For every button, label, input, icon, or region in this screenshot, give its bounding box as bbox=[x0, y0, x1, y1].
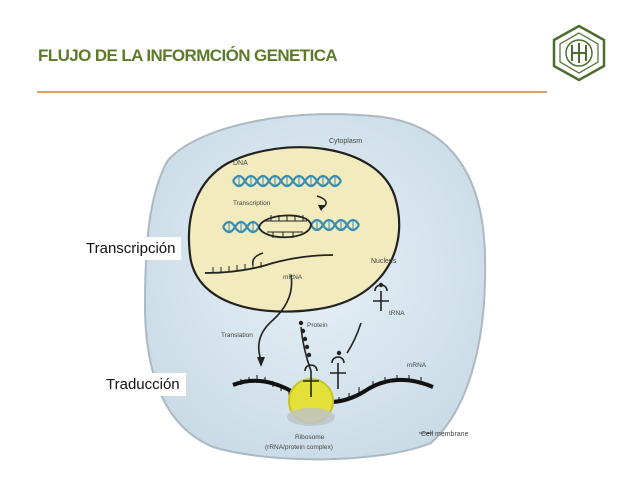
label-translation: Translation bbox=[221, 332, 253, 339]
label-ribosome-detail: (rRNA/protein complex) bbox=[265, 444, 333, 451]
label-transcription: Transcription bbox=[233, 200, 271, 207]
gene-expression-diagram: Cytoplasm DNA Transcription mRNA Nucleus… bbox=[143, 113, 487, 461]
transcription-bubble bbox=[258, 214, 312, 239]
label-mrna-cytoplasm: mRNA bbox=[407, 362, 427, 369]
label-protein: Protein bbox=[307, 322, 328, 329]
slide-title: FLUJO DE LA INFORMCIÓN GENETICA bbox=[38, 46, 338, 65]
label-cell-membrane: Cell membrane bbox=[421, 431, 469, 438]
nuclear-mrna bbox=[204, 254, 334, 274]
callout-transcripcion: Transcripción bbox=[80, 237, 182, 260]
callout-traduccion: Traducción bbox=[100, 373, 186, 396]
label-ribosome: Ribosome bbox=[295, 434, 325, 441]
label-cytoplasm: Cytoplasm bbox=[329, 138, 362, 145]
label-mrna-nucleus: mRNA bbox=[283, 274, 303, 281]
label-dna: DNA bbox=[233, 160, 248, 167]
label-nucleus: Nucleus bbox=[371, 258, 397, 265]
export-mrna bbox=[257, 274, 293, 361]
university-seal-icon bbox=[552, 24, 606, 82]
title-divider bbox=[37, 91, 547, 93]
label-trna: tRNA bbox=[389, 310, 405, 317]
nucleus bbox=[187, 146, 401, 313]
